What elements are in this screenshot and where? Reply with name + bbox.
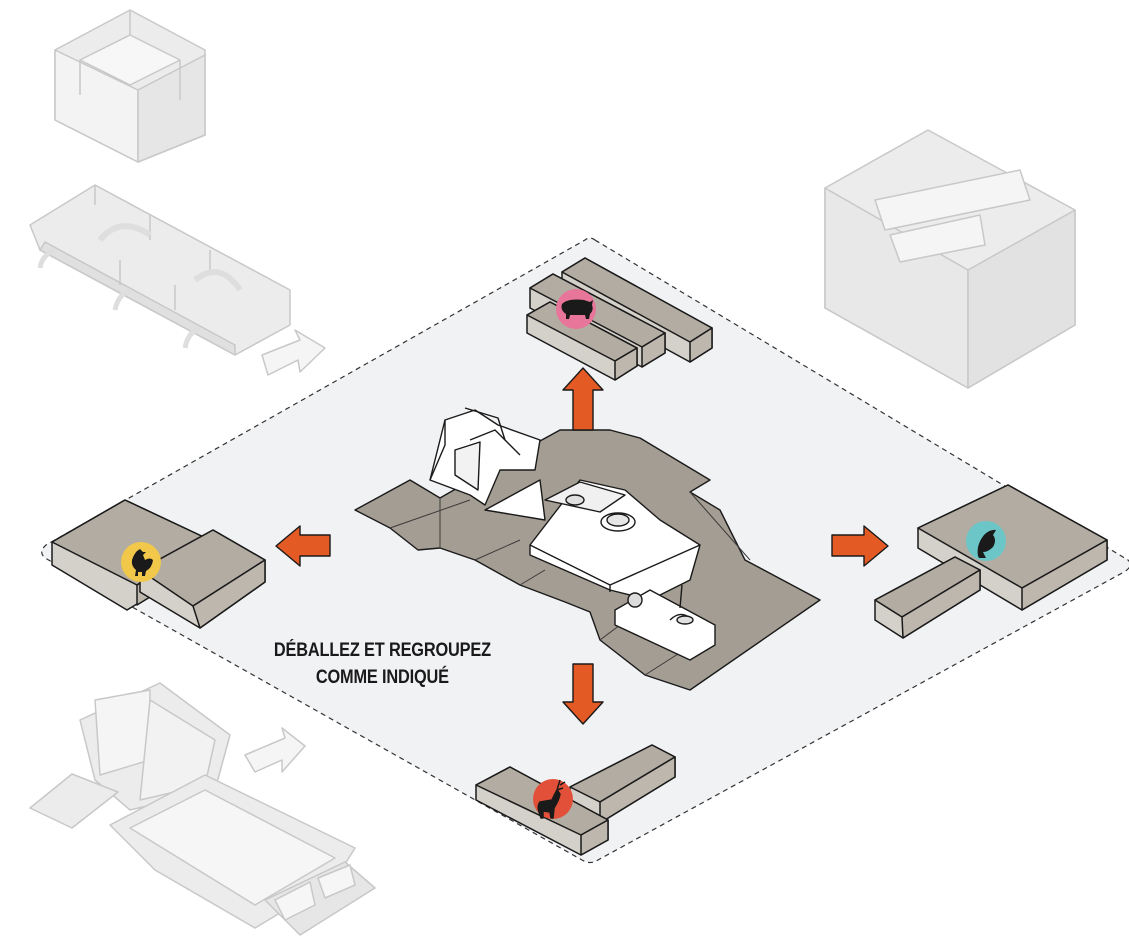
ghost-grill-parts [30,683,375,935]
ghost-open-box [55,10,205,162]
ghost-shipping-box [825,130,1075,388]
ghost-flat-carton [30,185,325,375]
instruction-line-1: DÉBALLEZ ET REGROUPEZ [262,637,503,664]
instruction-line-2: COMME INDIQUÉ [262,664,503,691]
instruction-caption: DÉBALLEZ ET REGROUPEZ COMME INDIQUÉ [262,637,503,691]
